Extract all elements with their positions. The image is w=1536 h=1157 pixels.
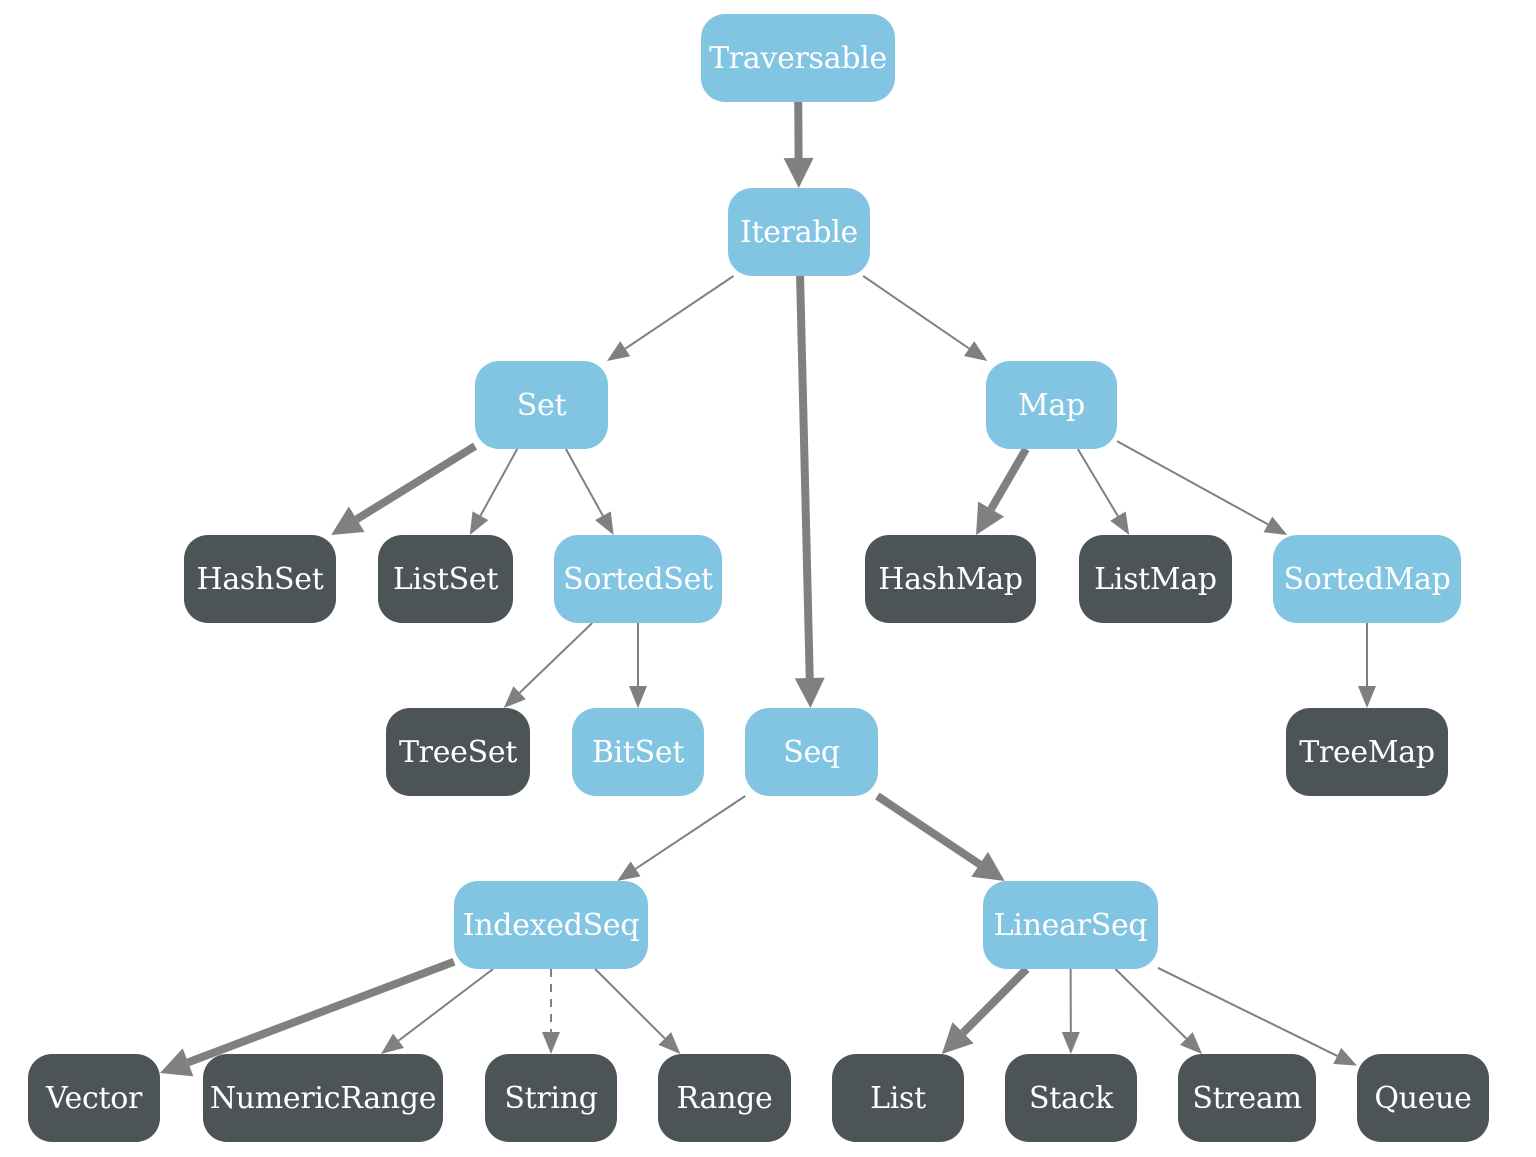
node-string: String (485, 1054, 617, 1142)
edge-indexedseq-numericrange (380, 968, 494, 1054)
edge-line (1114, 968, 1188, 1040)
edge-set-listset (469, 448, 519, 535)
edge-indexedseq-range (594, 968, 681, 1054)
edge-seq-linearseq (875, 792, 1005, 881)
edge-linearseq-stream (1114, 968, 1203, 1054)
edge-line (862, 275, 970, 350)
node-stream: Stream (1178, 1054, 1316, 1142)
node-hashset: HashSet (184, 535, 336, 623)
node-indexedseq: IndexedSeq (454, 881, 648, 969)
edge-line (796, 275, 814, 679)
edge-arrowhead (503, 686, 526, 708)
edge-arrowhead (794, 677, 825, 708)
edge-map-listmap (1076, 448, 1130, 535)
edge-map-hashmap (976, 446, 1030, 535)
node-map: Map (986, 361, 1117, 449)
edge-arrowhead (1180, 1032, 1203, 1054)
node-numericrange: NumericRange (203, 1054, 443, 1142)
edge-set-hashset (331, 442, 478, 535)
edge-arrowhead (606, 341, 631, 361)
edge-arrowhead (964, 341, 988, 361)
edge-line (875, 792, 982, 868)
edge-line (624, 275, 735, 350)
edge-arrowhead (629, 686, 647, 708)
edge-arrowhead (1263, 516, 1288, 535)
edge-iterable-set (606, 275, 735, 361)
edge-line (518, 622, 593, 694)
edge-arrowhead (160, 1048, 194, 1077)
edge-arrowhead (976, 501, 1005, 535)
edge-sortedset-bitset (629, 623, 647, 708)
edge-line (186, 957, 456, 1067)
edge-line (594, 968, 666, 1040)
node-treeset: TreeSet (386, 708, 530, 796)
edge-linearseq-stack (1061, 968, 1080, 1054)
edge-line (397, 968, 494, 1042)
edge-arrowhead (617, 861, 641, 881)
edge-line (479, 448, 519, 517)
node-sortedmap: SortedMap (1273, 535, 1461, 623)
node-hashmap: HashMap (865, 535, 1036, 623)
edge-arrowhead (1061, 1031, 1080, 1054)
node-queue: Queue (1357, 1054, 1489, 1142)
node-seq: Seq (745, 708, 878, 796)
edge-traversable-iterable (783, 101, 814, 188)
edge-line (635, 795, 746, 870)
node-bitset: BitSet (572, 708, 704, 796)
node-traversable: Traversable (701, 14, 895, 102)
edge-arrowhead (658, 1032, 681, 1054)
node-list: List (832, 1054, 964, 1142)
edge-arrowhead (1333, 1047, 1357, 1066)
node-range: Range (658, 1054, 791, 1142)
edge-linearseq-list (941, 966, 1030, 1054)
node-set: Set (475, 361, 608, 449)
edge-line (1157, 967, 1338, 1057)
edge-arrowhead (783, 157, 814, 188)
edge-iterable-seq (794, 275, 825, 708)
node-sortedset: SortedSet (554, 535, 722, 623)
edge-seq-indexedseq (617, 795, 746, 881)
node-linearseq: LinearSeq (983, 881, 1158, 969)
node-stack: Stack (1005, 1054, 1137, 1142)
edge-line (354, 442, 478, 523)
edge-arrowhead (542, 1032, 560, 1054)
edge-iterable-map (862, 275, 988, 361)
edge-arrowhead (971, 851, 1005, 881)
edge-arrowhead (1110, 511, 1130, 535)
edge-sortedmap-treemap (1358, 623, 1376, 708)
edge-arrowhead (1358, 686, 1376, 708)
node-iterable: Iterable (728, 188, 870, 276)
edge-line (960, 966, 1030, 1036)
edge-arrowhead (380, 1033, 404, 1054)
edge-linearseq-queue (1157, 967, 1357, 1066)
edge-arrowhead (331, 506, 365, 535)
edge-line (1076, 448, 1119, 517)
edge-arrowhead (469, 511, 489, 535)
edge-arrowhead (595, 511, 614, 535)
edge-indexedseq-vector (160, 957, 456, 1077)
edge-map-sortedmap (1116, 440, 1288, 535)
edge-line (1116, 440, 1269, 526)
node-treemap: TreeMap (1286, 708, 1448, 796)
edge-sortedset-treeset (503, 622, 593, 708)
edge-line (565, 448, 604, 517)
node-listmap: ListMap (1079, 535, 1232, 623)
node-listset: ListSet (378, 535, 513, 623)
node-vector: Vector (28, 1054, 160, 1142)
edge-set-sortedset (565, 448, 614, 535)
edge-arrowhead (941, 1022, 974, 1054)
edge-line (987, 446, 1030, 512)
edge-indexedseq-string (542, 969, 560, 1054)
